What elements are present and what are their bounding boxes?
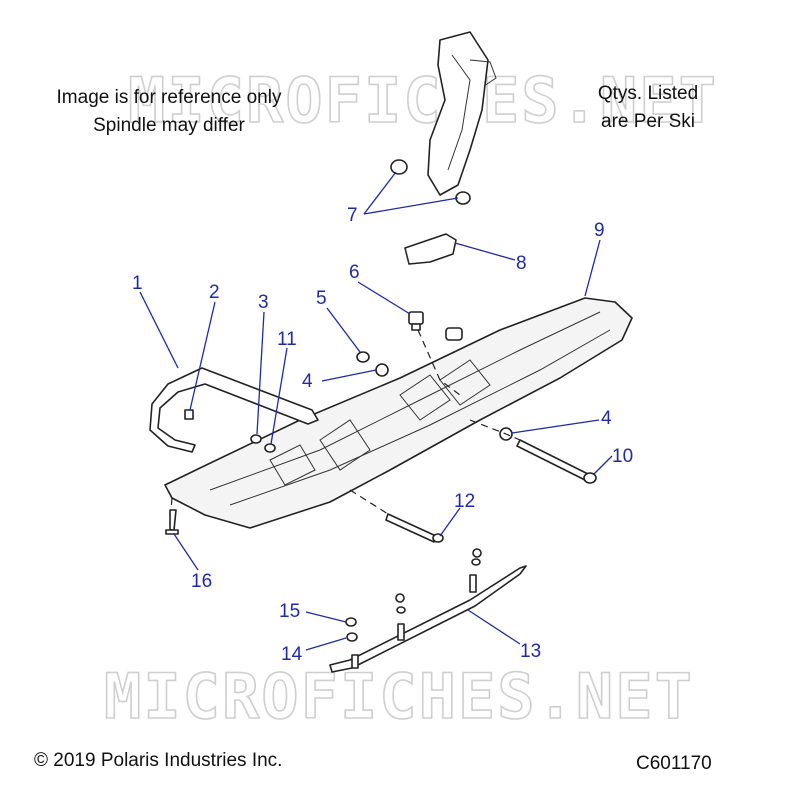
washer-part-14 [346,632,358,642]
fastener-part-2 [184,409,194,420]
wear-bar-part-13 [329,548,527,673]
ski-part-9 [164,297,633,529]
bushing-part-7 [390,159,471,205]
nut-part-15 [345,617,357,627]
reference-note-line2: Spindle may differ [93,115,245,136]
nut-part-3 [250,434,262,444]
callout-12: 12 [454,491,475,512]
screw-part-16 [165,509,179,535]
watermark-top: MICROFICHES.NET [128,64,718,137]
callout-4-right: 4 [601,408,612,429]
assembly-lines [170,329,521,515]
callout-3: 3 [258,292,269,313]
spindle [427,31,497,196]
quantity-note: Qtys. Listed are Per Ski [568,80,728,136]
callout-15: 15 [279,601,300,622]
washer-part-4-left [375,363,389,377]
callout-5: 5 [316,288,327,309]
quantity-note-line1: Qtys. Listed [597,83,699,104]
bolt-part-10 [516,439,597,484]
callout-1: 1 [132,273,143,294]
callout-4-left: 4 [302,371,313,392]
callout-9: 9 [594,220,605,241]
callouts: 1 2 3 4 4 5 6 7 8 9 10 11 12 13 14 15 16 [132,205,633,665]
bolt-part-12 [385,513,444,543]
copyright-text: © 2019 Polaris Industries Inc. [34,750,283,771]
callout-7: 7 [347,205,358,226]
callout-16: 16 [191,571,212,592]
washer-part-11 [264,443,276,453]
wear-pad-part-8 [404,233,457,265]
reference-note-line1: Image is for reference only [56,87,282,108]
bushing-part-6b [445,327,463,341]
callout-10: 10 [612,446,633,467]
callout-13: 13 [520,641,541,662]
callout-6: 6 [349,262,360,283]
leader-lines [139,171,613,651]
callout-2: 2 [209,282,220,303]
bolt-part-6 [408,311,424,331]
nut-part-5 [356,351,370,363]
diagram-code: C601170 [636,753,712,774]
callout-11: 11 [277,329,297,350]
reference-note: Image is for reference only Spindle may … [30,84,308,140]
watermark-bottom: MICROFICHES.NET [104,660,694,733]
ski-loop-part-1 [149,367,319,453]
quantity-note-line2: are Per Ski [601,111,695,132]
callout-14: 14 [281,644,303,665]
callout-8: 8 [516,253,527,274]
